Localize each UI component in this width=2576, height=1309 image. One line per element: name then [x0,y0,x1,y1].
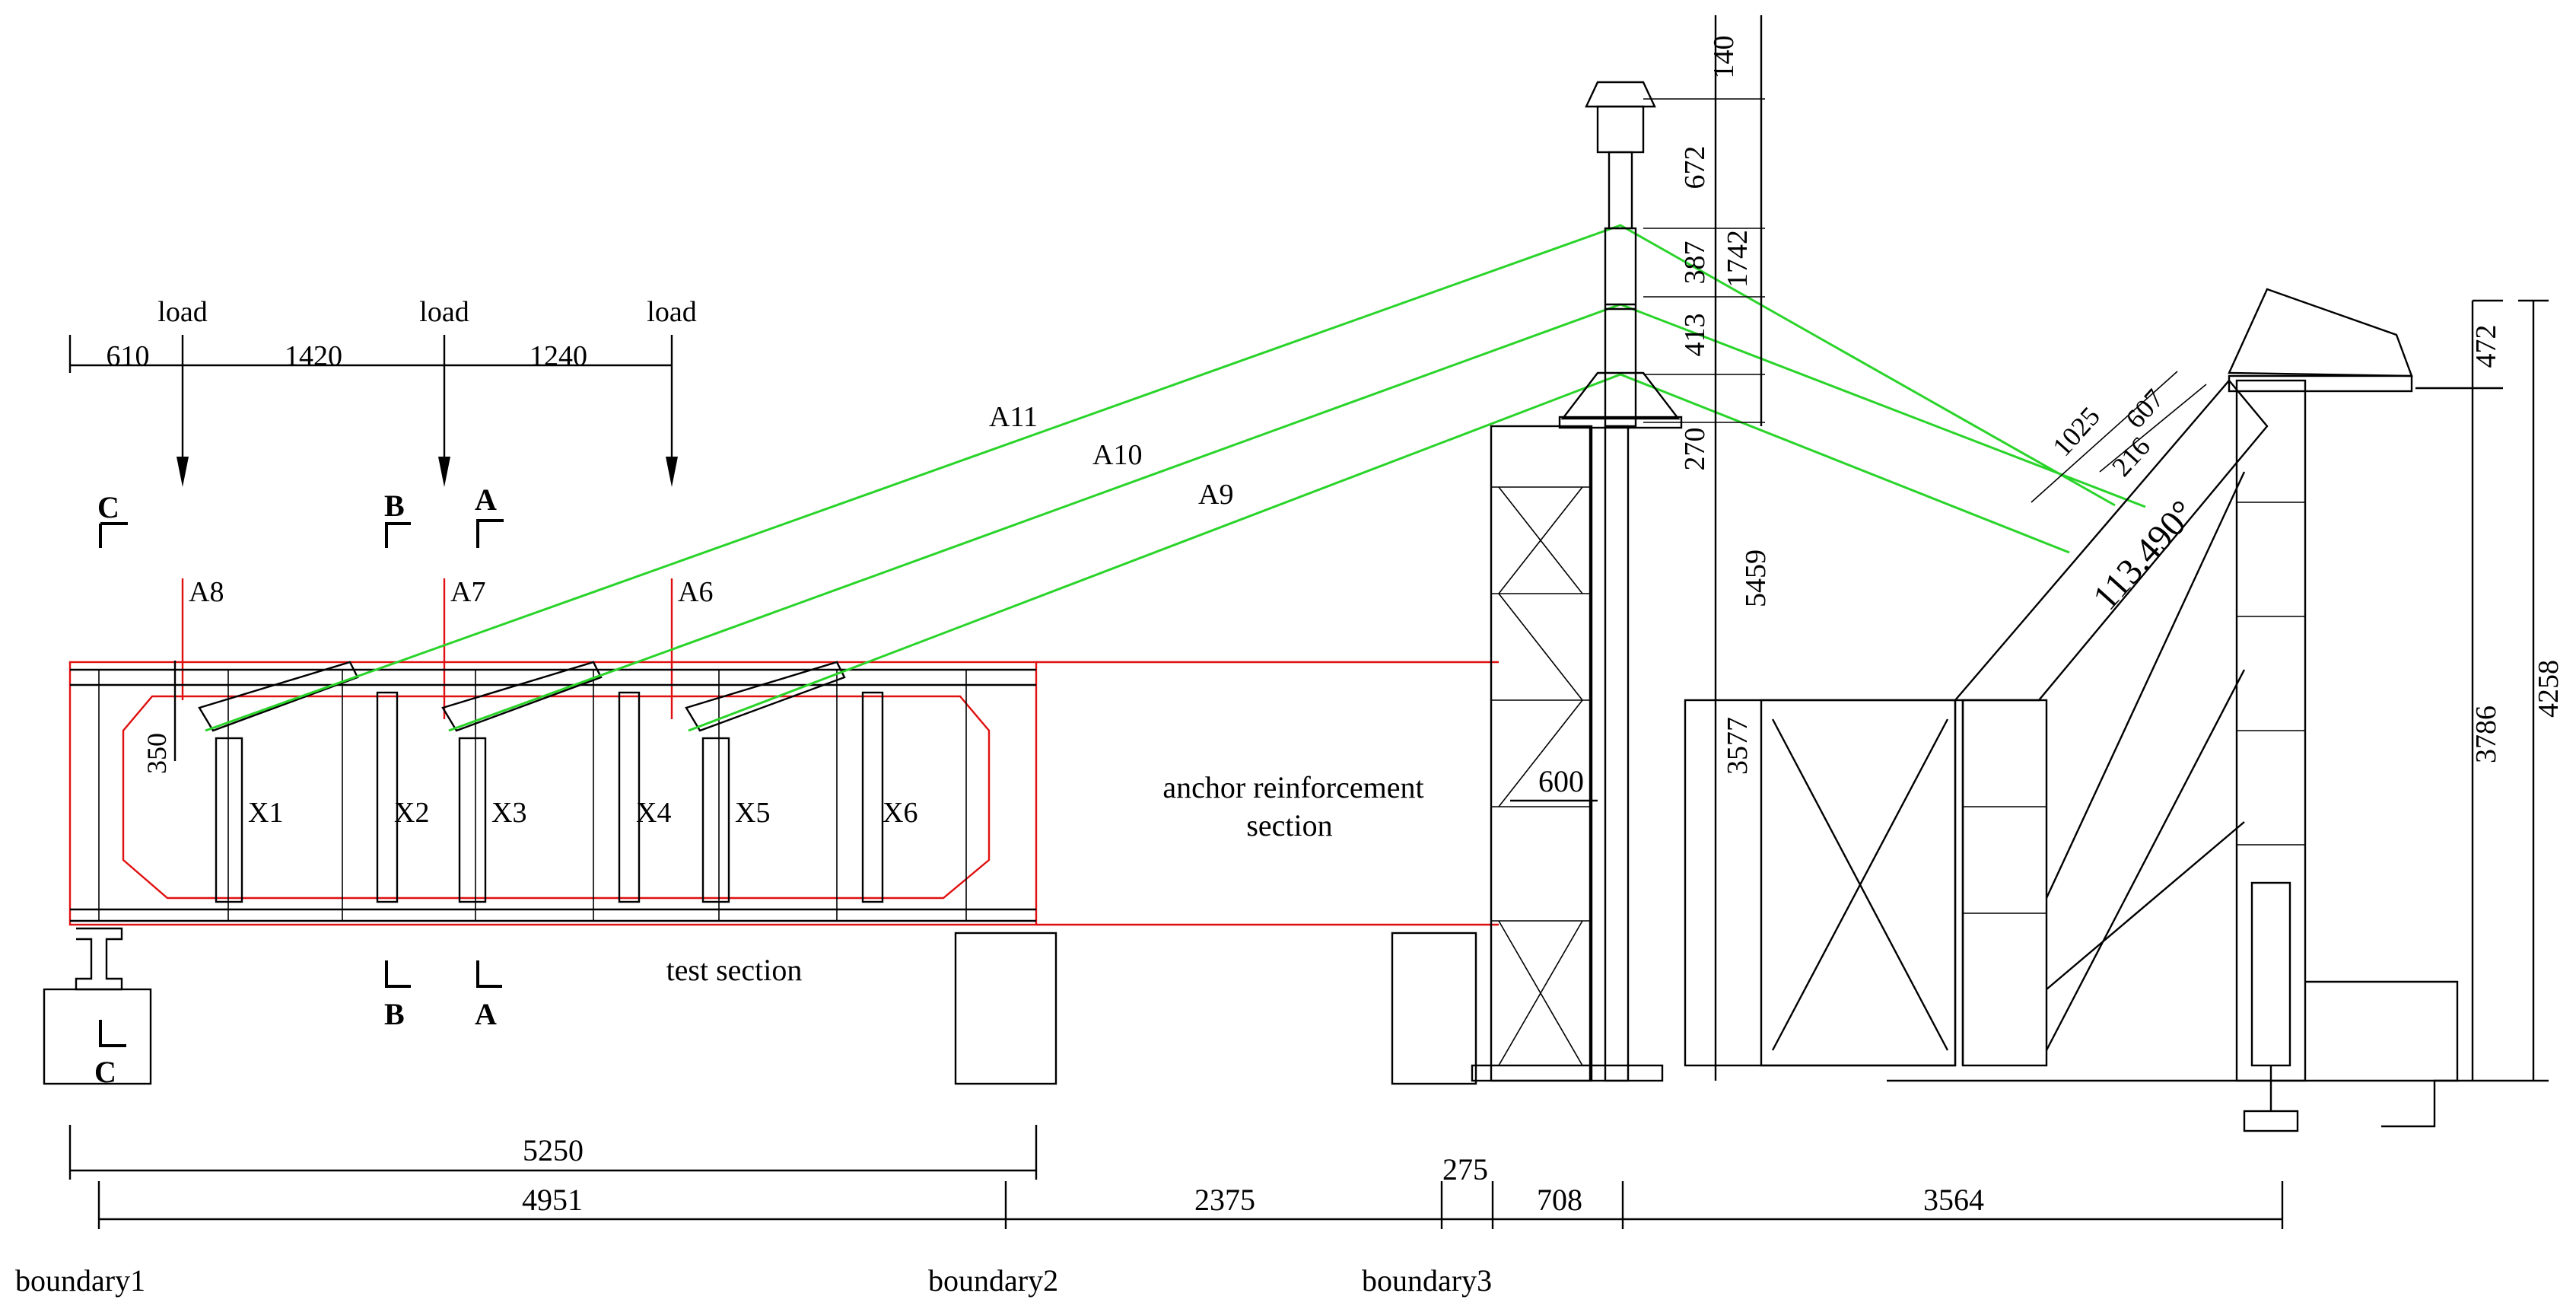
stiffener-lines [98,670,967,921]
mast-dimensions: 5459 140 672 387 1742 413 270 [1643,15,1772,1081]
cable-a11-label: A11 [989,401,1038,433]
load-spacing-1240: 1240 [530,340,587,372]
diaphragm-x1-label: X1 [248,797,283,829]
section-a-top-bracket [476,519,504,548]
load-label-3: load [647,296,696,328]
top-jack [2228,288,2413,377]
box-cell-outline [122,695,991,900]
lower-frame: 3577 [1684,699,1957,1067]
section-mark-b-bottom: B [384,997,405,1031]
section-c-bottom-bracket [99,1020,126,1047]
anchor-section-label-line2: section [1246,808,1332,842]
dim-600: 600 [1538,764,1584,798]
anchor-section-label-line1: anchor reinforcement [1162,770,1423,804]
mast-upper [1608,151,1633,230]
cables: A11 A10 A9 [205,224,2146,732]
section-mark-c-top: C [97,490,119,524]
boundary3-label: boundary3 [1362,1263,1492,1298]
diaphragm-x3-label: X3 [491,797,526,829]
cable-a10-label: A10 [1092,439,1142,471]
top-plate [2228,374,2413,393]
diaphragm-x4 [618,691,641,903]
mast-top-block [1596,105,1645,154]
load-label-1: load [157,296,207,328]
section-mark-b-top: B [384,489,405,523]
cable-a11 [205,224,2116,732]
section-mark-a-top: A [475,483,497,517]
dim-4258: 4258 [2533,660,2565,718]
test-section-label: test section [666,953,803,987]
anchor-a6-label: A6 [678,576,713,608]
diaphragm-x5 [701,737,730,903]
diaphragm-x2-label: X2 [394,797,429,829]
section-a-bottom-bracket [476,960,502,988]
section-mark-a-bottom: A [475,997,497,1031]
cable-a9 [688,373,2070,732]
tower-mast [1604,227,1637,428]
dim-3786: 3786 [2470,705,2502,763]
cable-a10 [448,303,2146,732]
dim-387: 387 [1679,241,1711,285]
red-anchor-lines: A8 A7 A6 [181,576,713,719]
inclined-strut [1953,379,2269,702]
dim-708: 708 [1537,1183,1582,1217]
dim-607: 607 [2120,384,2170,435]
dim-1742: 1742 [1722,230,1754,288]
diaphragm-x4-label: X4 [636,797,671,829]
load-arrowhead-1 [177,457,189,487]
boundary1-label: boundary1 [15,1263,145,1298]
load-spacing-1420: 1420 [285,340,342,372]
boundary-labels: boundary1 boundary2 boundary3 [15,1263,1492,1298]
test-section-outline [68,661,1038,926]
section-b-bottom-bracket [385,960,411,988]
dim-3577: 3577 [1722,717,1754,775]
anchor-a8-label: A8 [189,576,224,608]
diaphragm-x5-label: X5 [735,797,770,829]
support-boundary2 [954,932,1057,1085]
dim-5250: 5250 [523,1133,584,1167]
load-label-2: load [419,296,469,328]
supports [43,927,1477,1085]
load-arrowhead-3 [666,457,678,487]
boundary2-label: boundary2 [928,1263,1058,1298]
dim-672: 672 [1679,146,1711,190]
section-markers: C B A B A C [94,483,504,1089]
anchor-a7-label: A7 [450,576,485,608]
dim-472: 472 [2470,325,2502,368]
tower-head [1560,371,1681,420]
mast-cap [1585,81,1656,108]
dim-2375: 2375 [1194,1183,1255,1217]
diaphragm-x6-label: X6 [883,797,918,829]
diaphragm-x3 [458,737,487,903]
load-arrowhead-2 [438,457,450,487]
load-group: load load load 610 1420 1240 [68,296,697,487]
support-boundary3 [1391,932,1477,1085]
load-spacing-610: 610 [107,340,150,372]
central-tower: 600 [1471,81,1683,1082]
diaphragm-x2 [376,691,399,903]
dim-270: 270 [1679,428,1711,471]
cable-a9-label: A9 [1198,479,1233,511]
diaphragm-x6 [861,691,884,903]
test-beam: X1 X2 X3 X4 X5 X6 350 test section ancho… [68,661,1499,987]
section-b-top-bracket [385,522,411,548]
diaphragms [215,691,884,903]
dim-3564: 3564 [1923,1183,1984,1217]
dim-4951: 4951 [522,1183,583,1217]
reaction-frame: 113.490° 1025 607 216 472 3786 4258 [1887,288,2565,1132]
dim-5459: 5459 [1740,549,1772,607]
support-bearing-1 [75,927,123,991]
dim-1025: 1025 [2046,401,2106,462]
diaphragm-x1 [215,737,243,903]
dim-140: 140 [1708,36,1740,79]
dim-413: 413 [1679,314,1711,357]
dim-275: 275 [1442,1152,1488,1186]
dim-350: 350 [142,733,172,774]
bottom-dimensions: 5250 4951 2375 275 708 3564 [68,1125,2284,1229]
